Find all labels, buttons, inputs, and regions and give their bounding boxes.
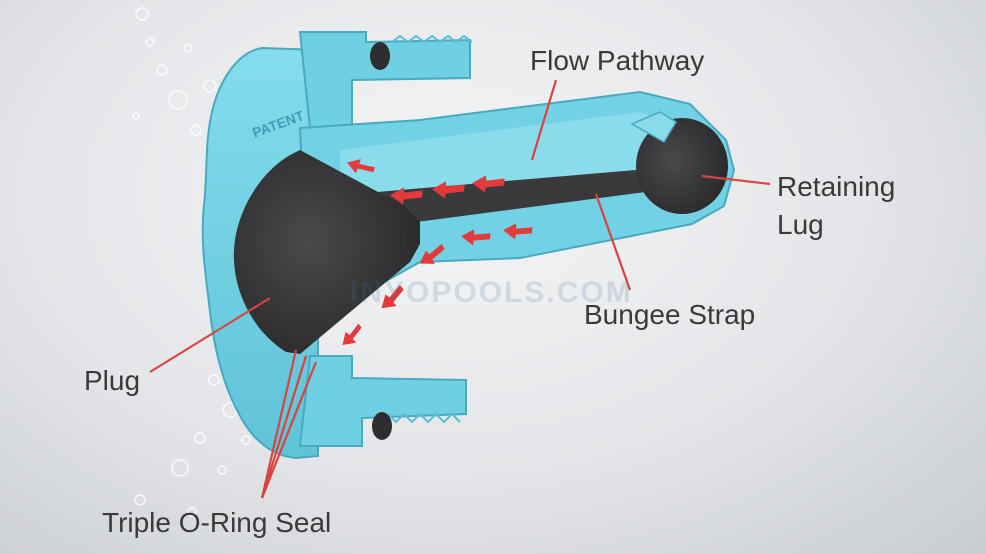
flow-arrow — [419, 243, 445, 264]
flow-arrow — [346, 159, 375, 174]
shaft-inner-channel — [340, 112, 690, 212]
leader-lines — [149, 79, 771, 499]
flow-arrow — [471, 175, 505, 193]
upper-threads — [391, 34, 473, 44]
bungee-strap-shape — [330, 168, 676, 232]
o-ring-bottom — [372, 412, 392, 440]
label-flow-pathway: Flow Pathway — [530, 45, 705, 76]
label-bungee-strap: Bungee Strap — [584, 299, 756, 330]
flow-arrow — [389, 187, 423, 205]
flow-arrow — [503, 223, 533, 240]
leader-flow-pathway — [530, 79, 558, 161]
flow-arrow — [342, 323, 362, 346]
leader-retaining-lug — [701, 174, 771, 186]
retaining-lug-shape — [636, 118, 728, 214]
flow-arrows — [342, 159, 533, 346]
watermark: INYOPOOLS.COM — [350, 276, 633, 309]
lower-collar — [298, 355, 467, 447]
label-triple-oring-seal: Triple O-Ring Seal — [102, 507, 332, 538]
leader-oring-1 — [260, 349, 298, 499]
flow-arrow — [381, 284, 404, 309]
label-retaining-lug-line2: Lug — [777, 209, 824, 240]
leader-bungee-strap — [594, 193, 632, 291]
o-ring-top — [370, 42, 390, 70]
flow-arrow — [461, 229, 491, 246]
leader-oring-2 — [260, 355, 308, 499]
leader-oring-3 — [260, 361, 318, 499]
flow-arrow — [431, 181, 465, 199]
lug-pin — [630, 111, 678, 144]
plug-shape — [233, 150, 420, 354]
lower-threads — [387, 412, 461, 424]
label-plug: Plug — [84, 365, 141, 396]
label-retaining-lug-line1: Retaining — [777, 171, 896, 202]
leader-plug — [149, 297, 271, 373]
